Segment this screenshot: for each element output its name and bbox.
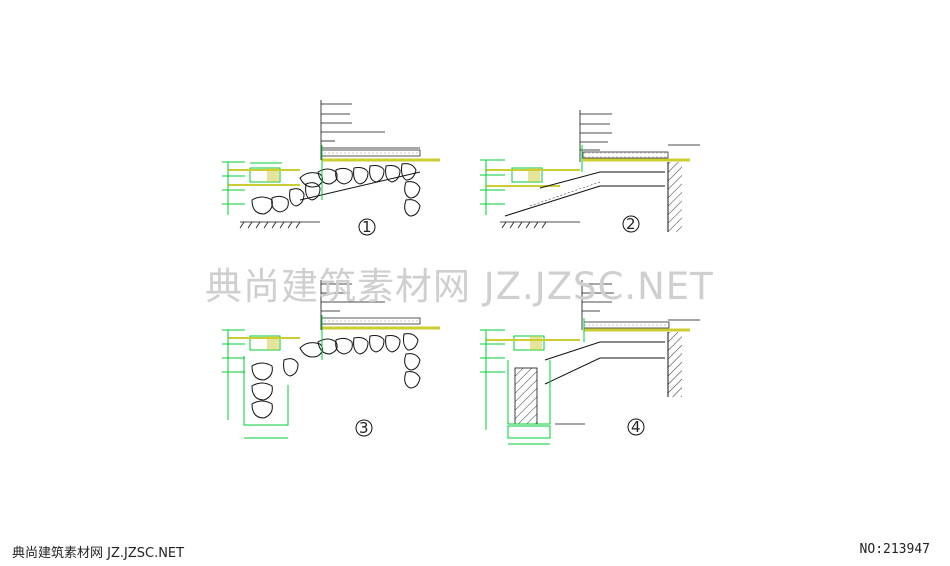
detail-number-2: 2	[626, 215, 636, 233]
watermark-text: 典尚建筑素材网 JZ.JZSC.NET	[205, 265, 714, 308]
detail-4-section	[480, 280, 700, 445]
footer-site-name: 典尚建筑素材网 JZ.JZSC.NET	[12, 546, 185, 561]
detail-2-section	[480, 110, 700, 233]
detail-number-4: 4	[631, 418, 641, 436]
footer-id: NO:213947	[859, 542, 930, 557]
detail-number-1: 1	[362, 218, 372, 236]
detail-1-section	[222, 100, 440, 236]
detail-number-3: 3	[359, 419, 369, 437]
detail-3-section	[222, 280, 440, 439]
